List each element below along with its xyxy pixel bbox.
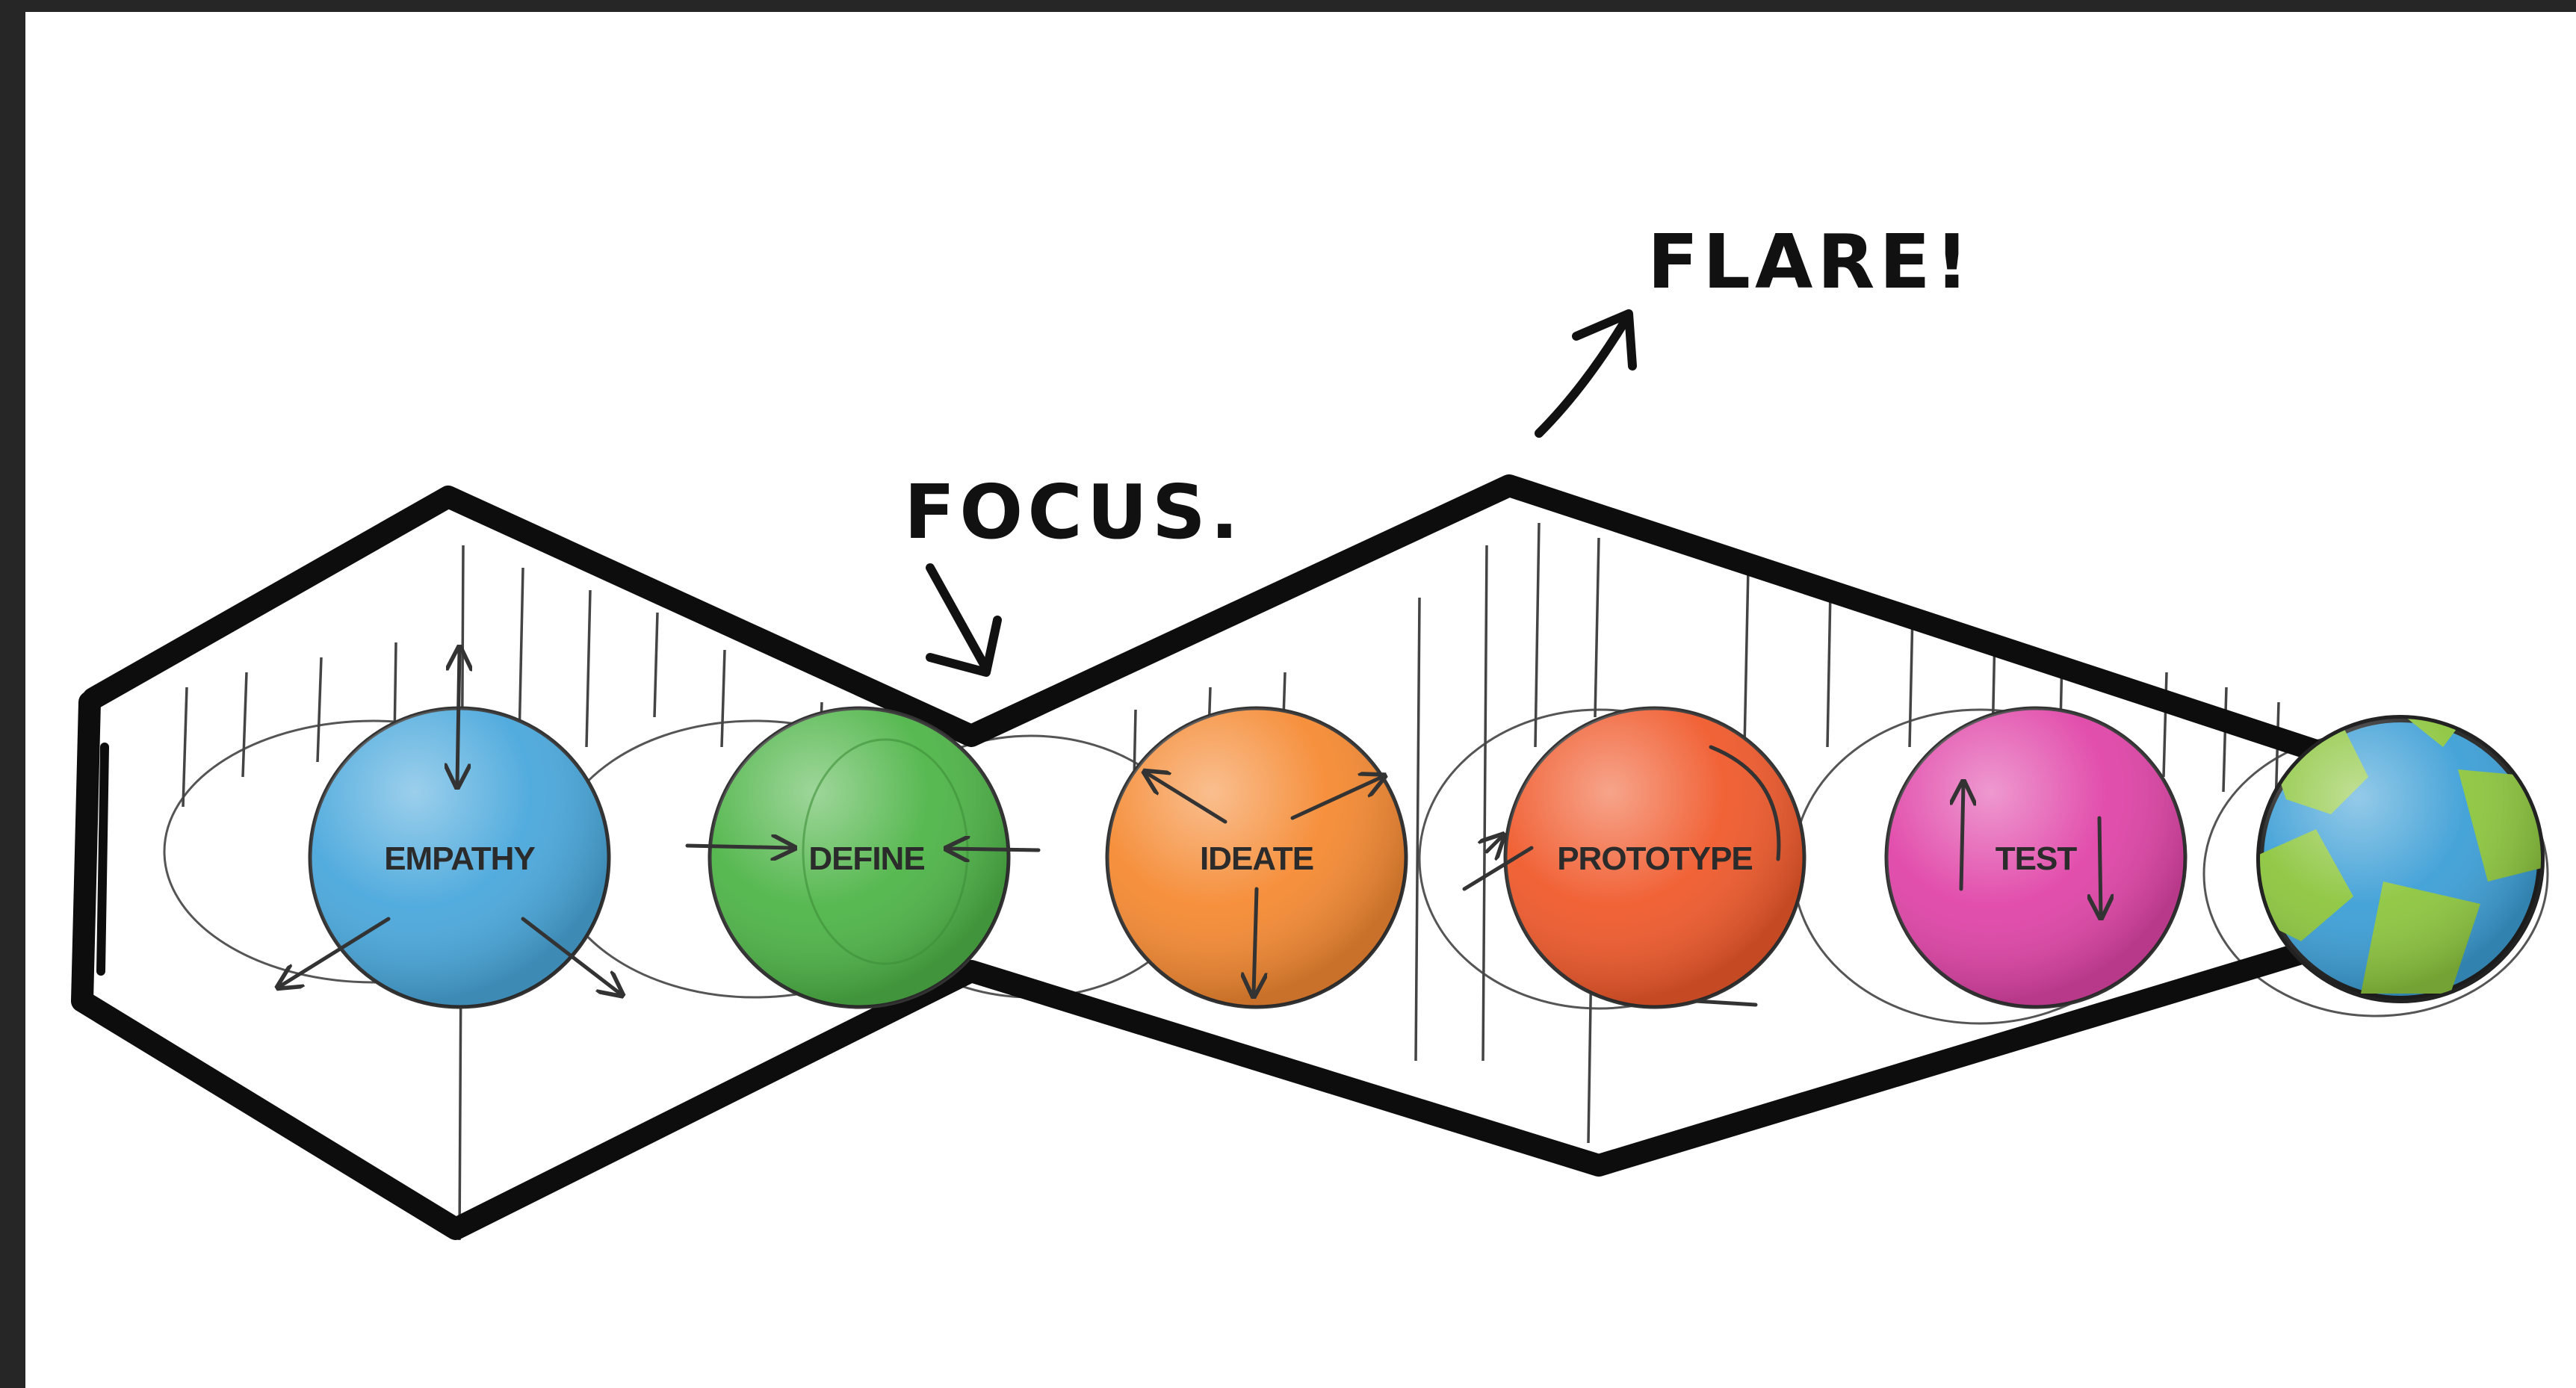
- focus-annotation: FOCUS.: [904, 468, 1243, 677]
- stage-ideate: IDEATE: [1105, 706, 1408, 1009]
- stage-empathy: EMPATHY: [280, 650, 620, 1009]
- focus-label: FOCUS.: [904, 468, 1243, 556]
- stage-prototype-label: PROTOTYPE: [1557, 840, 1753, 877]
- stage-test: TEST: [1884, 706, 2188, 1009]
- stage-prototype: PROTOTYPE: [1462, 706, 1806, 1009]
- stage-test-label: TEST: [1996, 840, 2078, 877]
- flare-label: FLARE!: [1647, 218, 1973, 306]
- stage-ideate-label: IDEATE: [1200, 840, 1313, 877]
- globe-icon: [2256, 715, 2545, 1003]
- flare-annotation: FLARE!: [1535, 218, 1973, 438]
- flare-focus-outline: [71, 474, 2327, 1240]
- stage-empathy-label: EMPATHY: [384, 840, 535, 877]
- stage-define: DEFINE: [685, 706, 1041, 1009]
- stage-define-label: DEFINE: [808, 840, 924, 877]
